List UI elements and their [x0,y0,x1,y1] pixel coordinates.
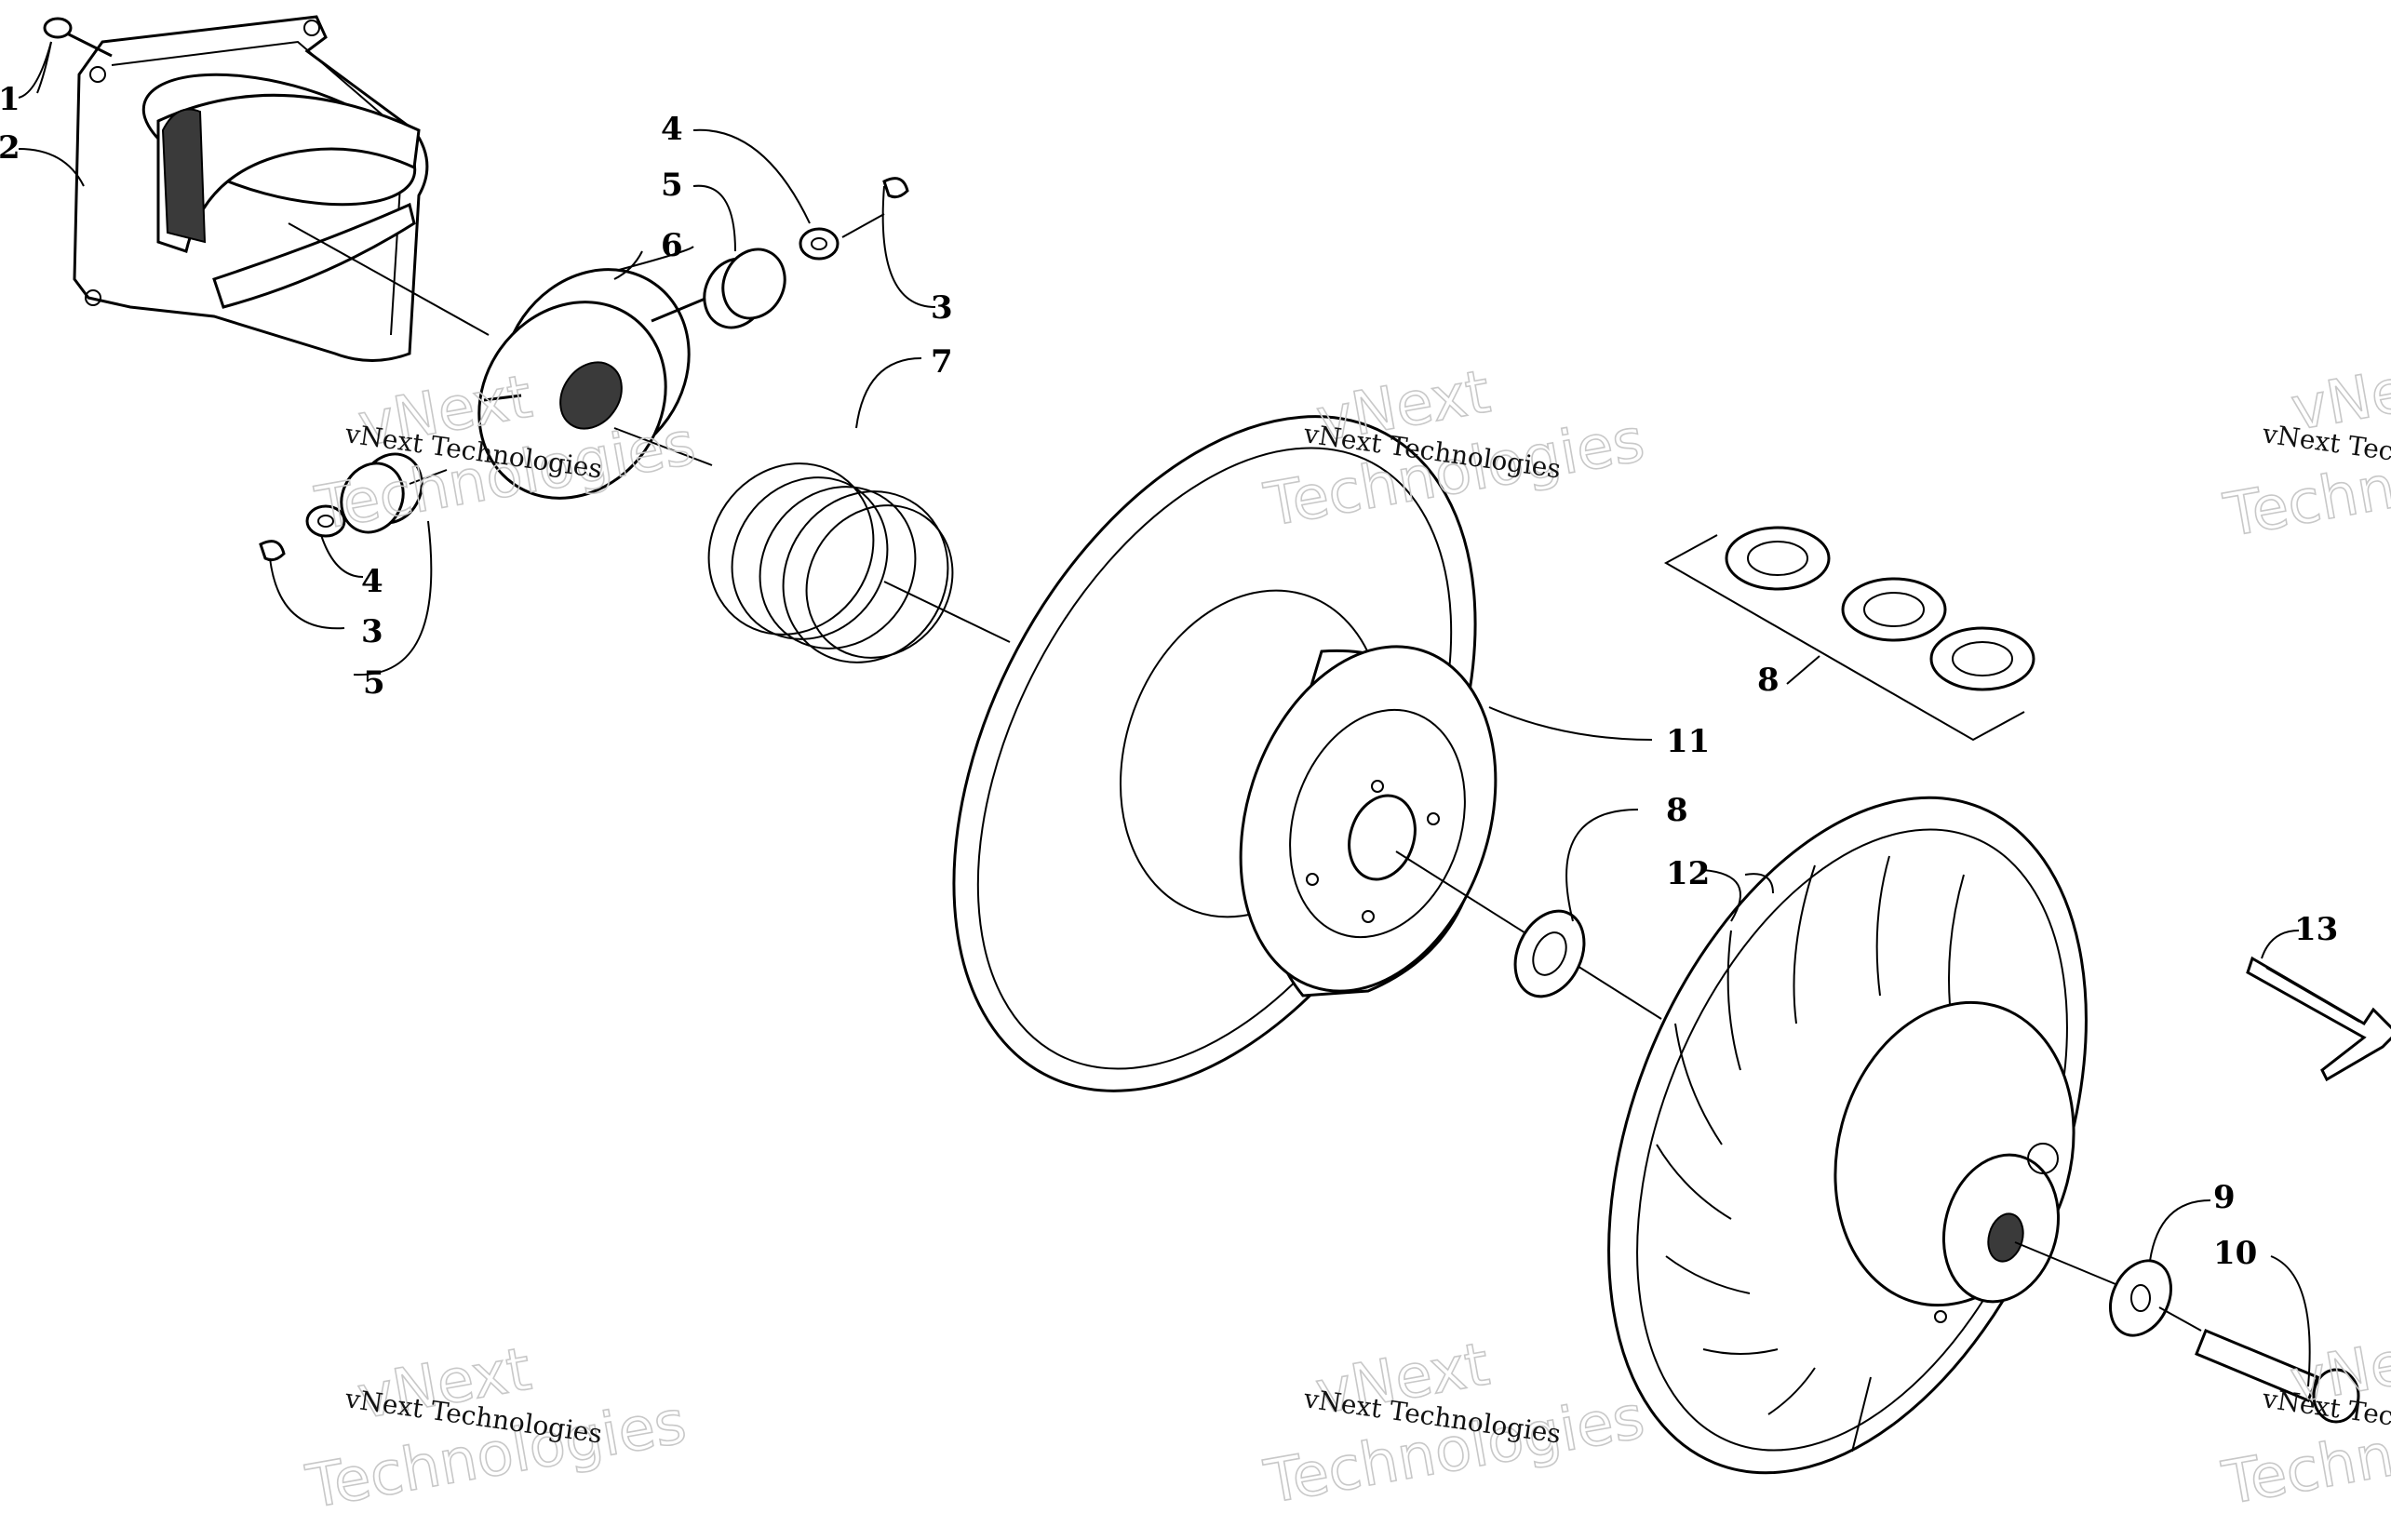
callout-12: 12 [1666,855,1710,892]
part-8-washer-set [1663,526,2035,742]
part-8-single-washer [1513,809,1639,998]
callout-3-lower: 3 [361,613,383,650]
upper-roller-set [703,177,909,329]
lower-roller-set [259,452,448,562]
callout-5-upper: 5 [661,167,683,204]
callout-8-single: 8 [1666,792,1688,829]
callout-3-upper: 3 [931,289,953,327]
part-12-moveable-sheave [1607,796,2088,1475]
leader-lines [18,41,1774,894]
callout-labels: 1 2 3 3 4 4 5 5 6 7 8 8 9 10 11 12 13 [0,81,2338,1272]
part-11-stationary-sheave [952,415,1498,1092]
callout-9: 9 [2213,1179,2236,1216]
callout-13: 13 [2294,911,2338,948]
callout-8-set: 8 [1757,662,1780,699]
part-7-spring [707,462,1011,663]
part-10-bolt [2195,1255,2360,1424]
part-13-allen-key [2246,930,2391,1082]
callout-5-lower: 5 [363,664,385,702]
part-2-cover-housing [73,15,490,362]
part-9-washer [2109,1199,2211,1337]
callout-6: 6 [661,227,683,264]
callout-10: 10 [2213,1235,2257,1272]
callout-2: 2 [0,129,20,167]
callout-1: 1 [0,81,20,118]
axis-line-lower [2014,1241,2128,1290]
part-6-cam-hub [477,250,713,500]
callout-11: 11 [1666,723,1710,760]
callout-4-upper: 4 [661,111,683,148]
callout-7: 7 [931,343,953,381]
callout-4-lower: 4 [361,563,383,600]
